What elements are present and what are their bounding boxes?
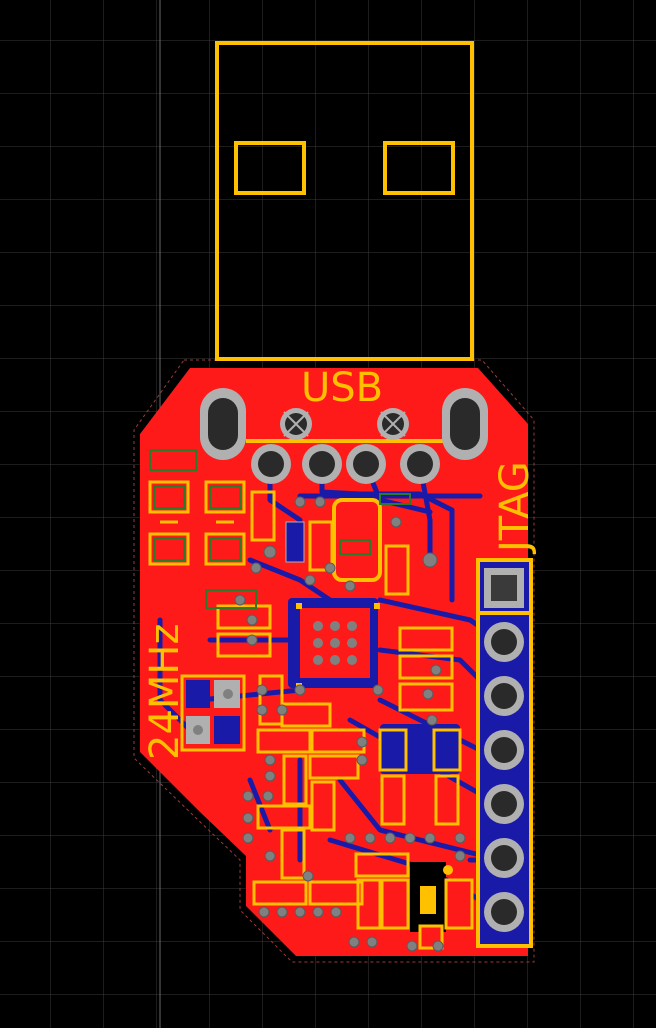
main-ic	[296, 603, 380, 689]
jtag-header	[476, 558, 533, 948]
board-outline	[133, 359, 535, 963]
usb-connector	[215, 41, 474, 443]
crystal-label: 24MHz	[142, 624, 188, 760]
assembly-outlines	[205, 493, 411, 609]
usb-signal-pins	[251, 444, 440, 484]
oscillator-footprint	[285, 498, 382, 582]
regulator-footprint	[380, 862, 474, 950]
usb-alignment-holes	[280, 408, 409, 440]
crystal-footprint	[180, 674, 246, 752]
led-footprints	[148, 480, 246, 566]
usb-label: USB	[301, 365, 383, 411]
jtag-label: JTAG	[492, 461, 538, 555]
passive-components	[216, 490, 462, 930]
vias	[234, 496, 466, 952]
led-pads	[149, 449, 241, 561]
usb-shell-pads	[200, 388, 488, 460]
